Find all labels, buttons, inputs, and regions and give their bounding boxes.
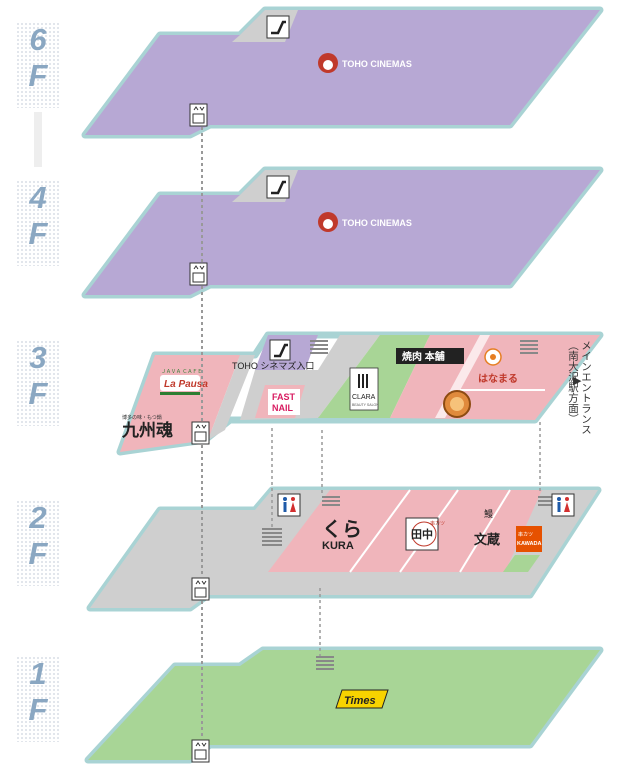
shop-subtitle: 串カツ: [430, 521, 445, 527]
stairs-icon: [310, 340, 328, 356]
floor-number: 1: [29, 656, 47, 691]
floor-label-6f: 6 F: [16, 22, 60, 108]
kushikatsu-tanaka-logo: 田中 串カツ: [405, 517, 445, 551]
yakiniku-logo: 焼肉 本舗: [396, 348, 464, 364]
elevator-icon: [191, 577, 210, 601]
shop-name: 文蔵: [474, 532, 500, 547]
shop-name: TOHO CINEMAS: [342, 218, 412, 228]
elevator-icon: [191, 421, 210, 445]
floor-letter: F: [28, 216, 48, 251]
kura-sushi-logo: くら KURA: [322, 519, 362, 552]
unagi-bunzo-logo: 鰻 文蔵: [474, 508, 500, 547]
shop-name: 焼肉 本舗: [402, 350, 445, 363]
shop-name: TOHO CINEMAS: [342, 59, 412, 69]
shop-name: NAIL: [272, 403, 293, 413]
shop-name: Times: [344, 695, 376, 707]
floor-2f: くら KURA 田中 串カツ 鰻 文蔵 串カツ KAWADA: [86, 486, 602, 612]
stairs-icon: [316, 656, 334, 672]
elevator-icon: [189, 103, 208, 127]
toho-cinemas-logo: TOHO CINEMAS: [318, 53, 412, 73]
shop-name: 九州魂: [121, 420, 173, 440]
shop-subtitle: 博多の味・もつ鍋: [122, 414, 162, 421]
kawada-logo: 串カツ KAWADA: [516, 526, 542, 552]
floor-letter: F: [28, 376, 48, 411]
main-entrance-arrow: ▶: [573, 375, 582, 387]
toho-cinemas-logo: TOHO CINEMAS: [318, 212, 412, 232]
shop-name: KAWADA: [517, 541, 541, 547]
restaurant-seal-logo: [443, 390, 471, 418]
elevator-icon: [189, 262, 208, 286]
floor-1f: Times: [84, 646, 604, 764]
floor-number: 4: [29, 180, 47, 215]
floor-6f: TOHO CINEMAS: [81, 6, 604, 139]
hanamaru-logo: はなまる: [478, 348, 518, 385]
floor-3f: TOHO シネマズ入口 ＪＡＶＡ ＣＡＦＥ La Pausa 博多の味・もつ鍋 …: [116, 331, 604, 456]
elevator-icon: [191, 739, 210, 763]
shop-name: KURA: [322, 540, 354, 552]
escalator-icon: [266, 175, 290, 199]
floor-letter: F: [28, 536, 48, 571]
floor-number: 2: [29, 500, 47, 535]
floor-letter: F: [28, 58, 48, 93]
stairs-icon: [520, 340, 538, 356]
escalator-icon: [266, 15, 290, 39]
shop-name: La Pausa: [164, 379, 208, 390]
floor-label-1f: 1 F: [16, 656, 60, 742]
floor-gap-divider: [34, 112, 42, 167]
shop-name: くら: [322, 519, 362, 541]
floor-number: 6: [29, 22, 47, 57]
floor-letter: F: [28, 692, 48, 727]
floor-4f: TOHO CINEMAS: [81, 166, 604, 299]
shop-name: CLARA: [352, 394, 376, 401]
shop-name: はなまる: [478, 373, 518, 385]
shop-subtitle: ＪＡＶＡ ＣＡＦＥ: [161, 369, 202, 375]
times-parking-logo: Times: [335, 689, 389, 709]
toho-entrance-label: TOHO シネマズ入口: [232, 360, 314, 371]
stairs-icon: [262, 528, 282, 548]
stairs-icon: [322, 494, 340, 508]
shop-name: 田中: [411, 527, 433, 541]
kyushu-damashii-logo: 博多の味・もつ鍋 九州魂: [121, 414, 173, 440]
fast-nail-logo: FAST NAIL: [268, 389, 300, 415]
shop-subtitle: 串カツ: [518, 532, 533, 538]
restroom-icon: [551, 493, 575, 517]
la-pausa-logo: ＪＡＶＡ ＣＡＦＥ La Pausa: [160, 369, 208, 395]
shop-name: FAST: [272, 392, 296, 402]
escalator-connector-line: [271, 422, 541, 656]
floor-label-4f: 4 F: [16, 180, 60, 266]
clara-logo: CLARA BEAUTY SALON: [349, 367, 379, 411]
main-entrance-label: メインエントランス（南大沢駅方面）: [567, 340, 592, 435]
shop-subtitle: BEAUTY SALON: [352, 403, 379, 407]
floor-label-3f: 3 F: [16, 340, 60, 426]
restroom-icon: [277, 493, 301, 517]
shop-subtitle: 鰻: [484, 508, 493, 519]
floor-label-2f: 2 F: [16, 500, 60, 586]
floor-number: 3: [29, 340, 47, 375]
